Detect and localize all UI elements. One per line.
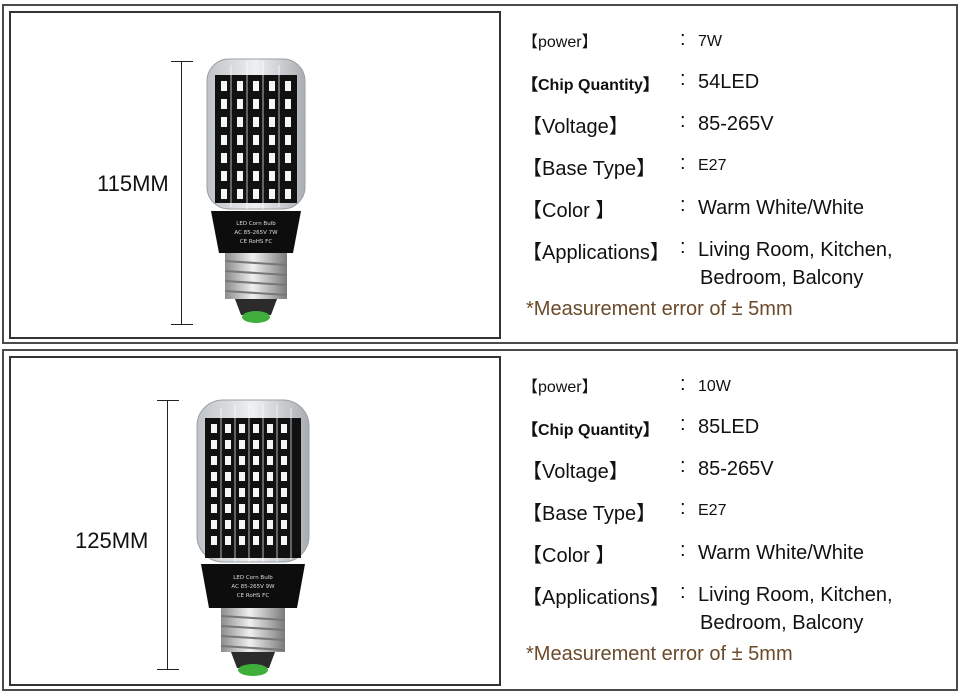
measurement-note: *Measurement error of ± 5mm: [526, 298, 793, 320]
svg-text:CE RoHS FC: CE RoHS FC: [240, 239, 273, 245]
corn-bulb-image: LED Corn Bulb AC 85-265V 7W CE RoHS FC: [206, 58, 306, 323]
svg-text:CE RoHS FC: CE RoHS FC: [237, 593, 270, 599]
product-panel-7w: 115MM: [2, 4, 958, 344]
spec-row-applications: 【Applications】 : Living Room, Kitchen, B…: [522, 581, 893, 634]
height-dimension-line: [157, 400, 179, 670]
spec-row-applications: 【Applications】 : Living Room, Kitchen, B…: [522, 236, 893, 289]
height-dimension-label: 115MM: [97, 171, 169, 196]
spec-list: 【power】 : 7W 【Chip Quantity】 : 54LED 【Vo…: [522, 6, 952, 342]
product-image-frame: 125MM: [9, 356, 501, 686]
svg-text:AC 85-265V 7W: AC 85-265V 7W: [234, 230, 278, 236]
height-dimension-line: [171, 61, 193, 325]
product-image-frame: 115MM: [9, 11, 501, 339]
product-panel-10w: 125MM: [2, 349, 958, 691]
svg-text:LED Corn Bulb: LED Corn Bulb: [233, 575, 273, 581]
measurement-note: *Measurement error of ± 5mm: [526, 643, 793, 665]
svg-text:AC 85-265V 9W: AC 85-265V 9W: [231, 584, 275, 590]
height-dimension-label: 125MM: [75, 528, 149, 553]
svg-text:LED Corn Bulb: LED Corn Bulb: [236, 221, 276, 227]
spec-list: 【power】 : 10W 【Chip Quantity】 : 85LED 【V…: [522, 351, 952, 689]
corn-bulb-image: LED Corn Bulb AC 85-265V 9W CE RoHS FC: [196, 399, 310, 676]
